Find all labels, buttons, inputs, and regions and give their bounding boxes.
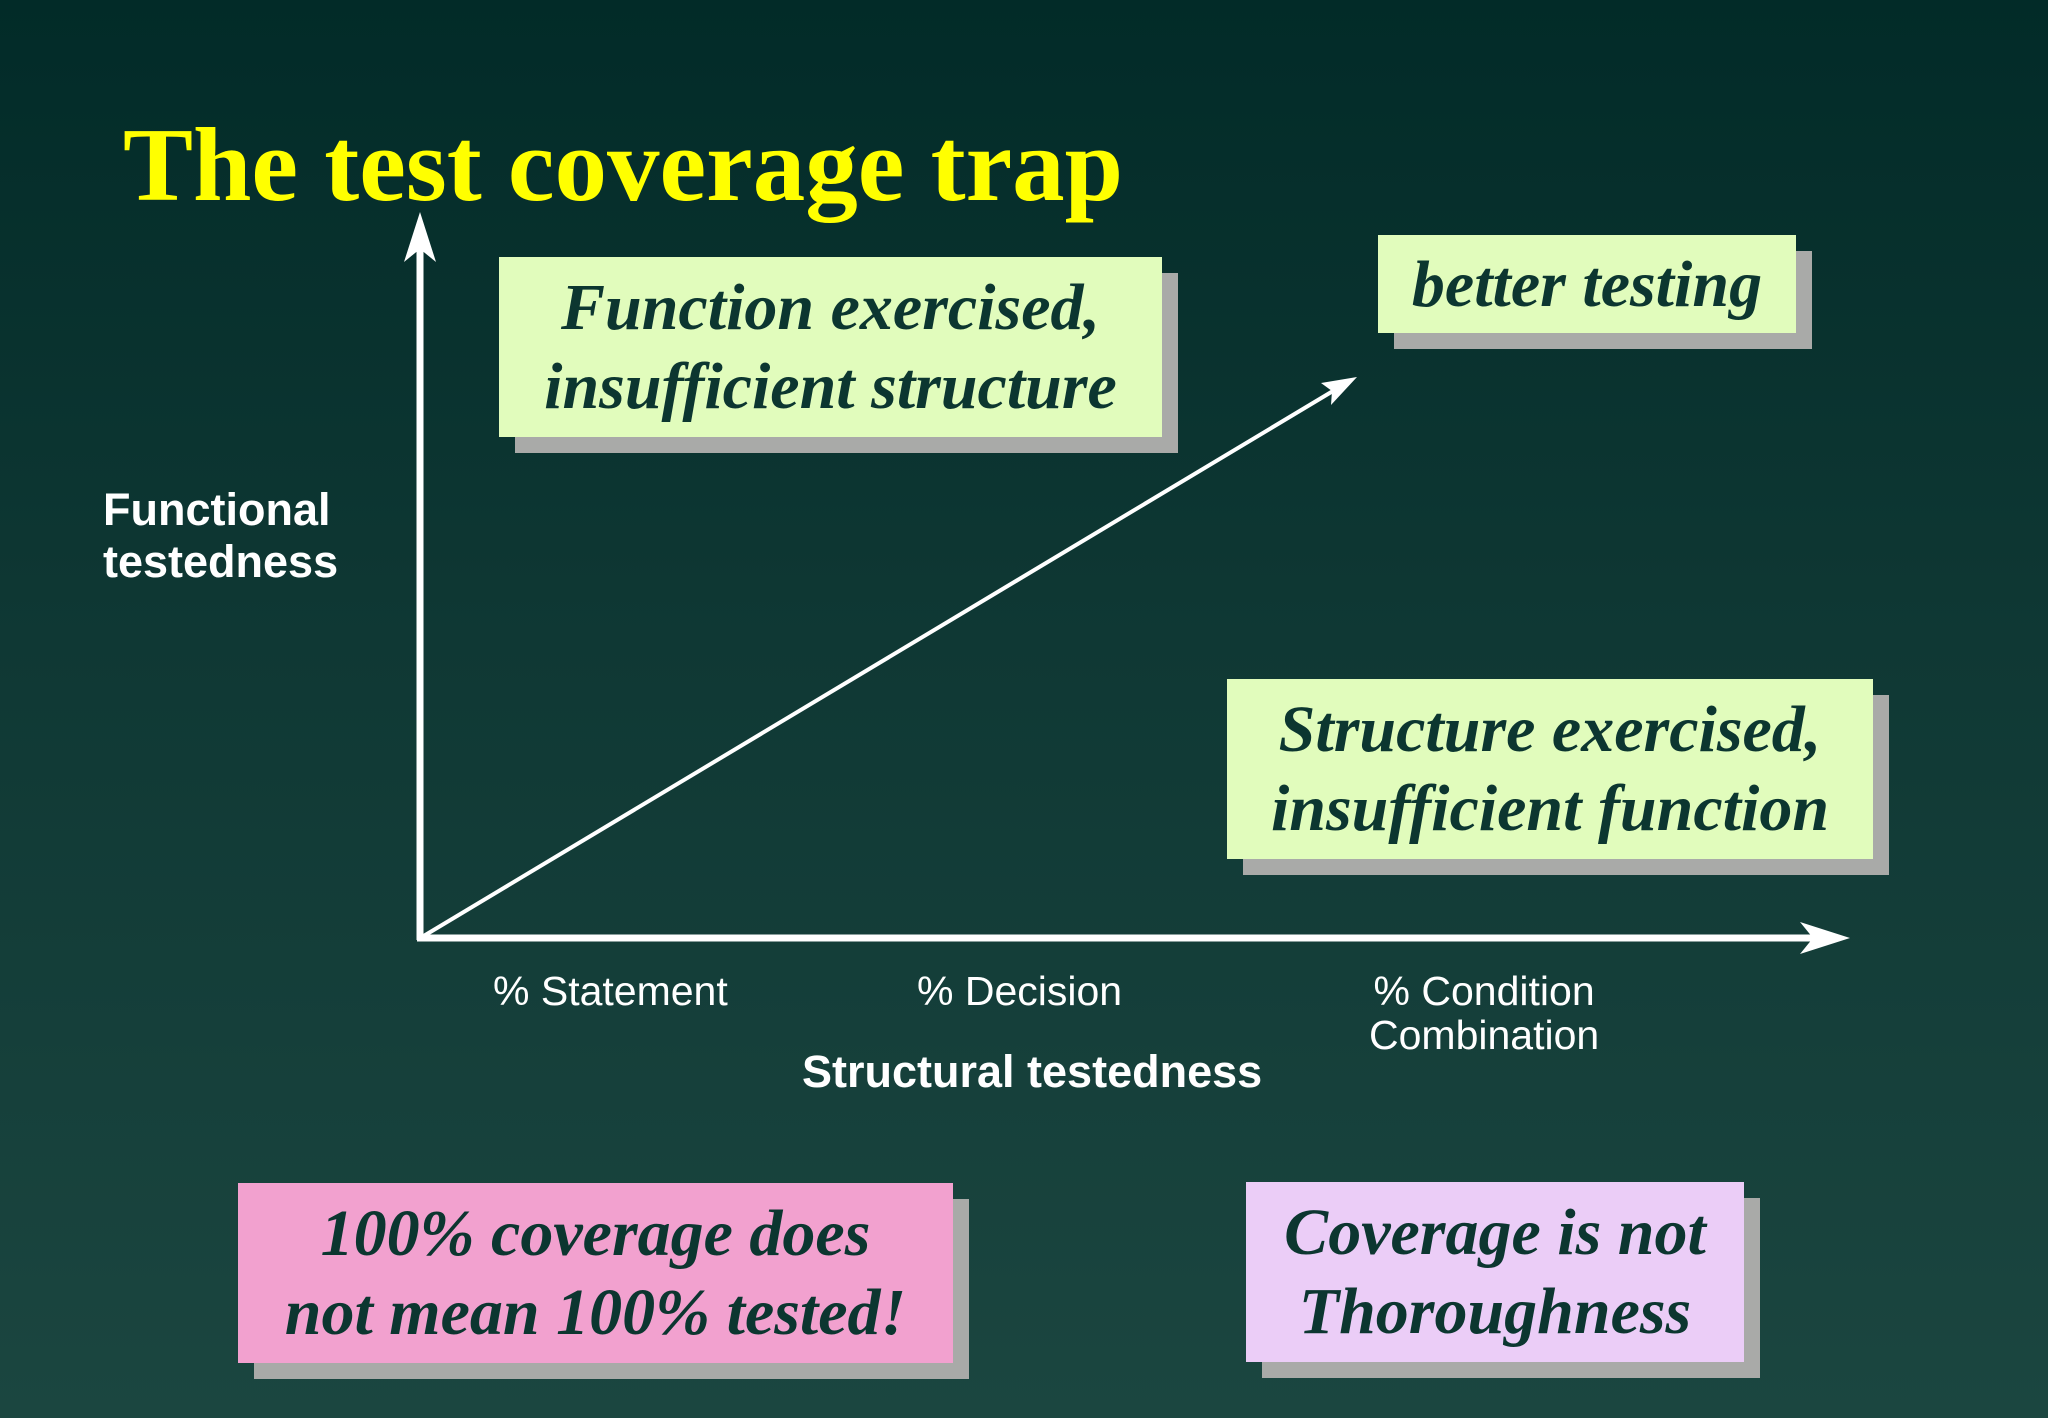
x-tick-condition-combination: % Condition Combination bbox=[1369, 969, 1599, 1057]
x-tick-decision-text: % Decision bbox=[917, 968, 1123, 1014]
not-thoroughness-line-2: Thoroughness bbox=[1298, 1275, 1692, 1348]
not-thoroughness-line-1: Coverage is not bbox=[1284, 1196, 1706, 1269]
diagonal-arrowhead bbox=[1321, 377, 1357, 405]
x-tick-condition-line-1: % Condition bbox=[1373, 968, 1595, 1014]
y-axis-label: Functional testedness bbox=[103, 484, 338, 588]
x-tick-condition-line-2: Combination bbox=[1369, 1012, 1600, 1058]
y-axis-label-line-2: testedness bbox=[103, 536, 339, 587]
full-coverage-warning-box: 100% coverage does not mean 100% tested! bbox=[238, 1183, 953, 1363]
structure-exercised-line-2: insufficient function bbox=[1270, 772, 1830, 845]
function-exercised-line-1: Function exercised, bbox=[561, 271, 1100, 344]
x-axis-arrowhead bbox=[1800, 922, 1850, 954]
y-axis-arrowhead bbox=[404, 212, 436, 262]
x-tick-statement: % Statement bbox=[493, 969, 728, 1013]
structure-exercised-box: Structure exercised, insufficient functi… bbox=[1227, 679, 1873, 859]
better-testing-diagonal bbox=[420, 383, 1345, 939]
better-testing-box: better testing bbox=[1378, 235, 1796, 333]
better-testing-text: better testing bbox=[1411, 247, 1763, 321]
slide-title: The test coverage trap bbox=[123, 106, 1124, 223]
function-exercised-box: Function exercised, insufficient structu… bbox=[499, 257, 1162, 437]
function-exercised-line-2: insufficient structure bbox=[544, 350, 1117, 423]
y-axis-label-line-1: Functional bbox=[103, 484, 331, 535]
x-tick-statement-text: % Statement bbox=[493, 968, 728, 1014]
full-coverage-line-1: 100% coverage does bbox=[320, 1197, 871, 1270]
x-axis-label: Structural testedness bbox=[802, 1046, 1263, 1097]
coverage-not-thoroughness-box: Coverage is not Thoroughness bbox=[1246, 1182, 1744, 1362]
full-coverage-line-2: not mean 100% tested! bbox=[284, 1276, 907, 1349]
x-tick-decision: % Decision bbox=[917, 969, 1122, 1013]
structure-exercised-line-1: Structure exercised, bbox=[1278, 693, 1822, 766]
